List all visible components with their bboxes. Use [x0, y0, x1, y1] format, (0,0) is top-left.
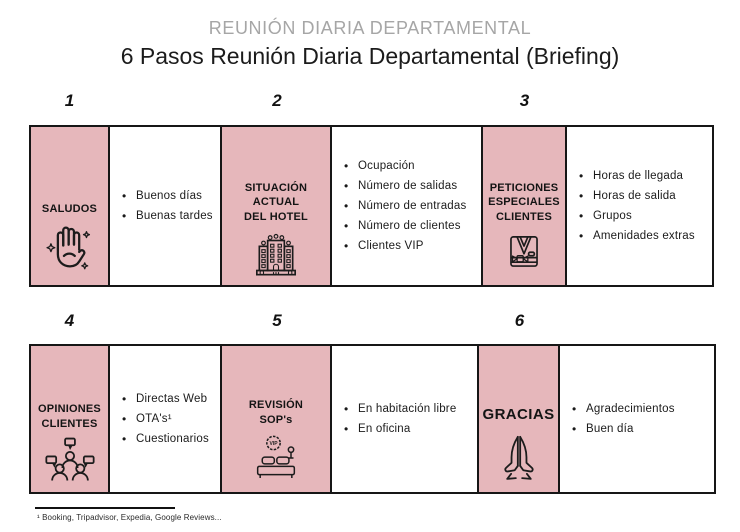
- bed-vip-icon: VIP: [256, 435, 296, 478]
- step-6-header-cell: GRACIAS: [479, 346, 560, 492]
- bullet-item: Amenidades extras: [579, 226, 710, 246]
- people-discussion-icon: [44, 437, 95, 481]
- bullet-item: Cuestionarios: [122, 429, 218, 449]
- bullet-item: Agradecimientos: [572, 399, 712, 419]
- footnote-rule: [35, 507, 175, 509]
- step-6-bullet-list: Agradecimientos Buen día: [572, 399, 712, 439]
- step-6-label: GRACIAS: [483, 405, 555, 425]
- step-3-number: 3: [519, 91, 530, 110]
- step-4-number: 4: [64, 311, 75, 330]
- step-3-label-line: PETICIONES: [489, 182, 559, 195]
- step-5-label-line: REVISIÓN: [248, 399, 304, 412]
- step-5-number: 5: [272, 311, 282, 330]
- hotel-building-icon: [256, 233, 296, 276]
- bullet-item: Buenos días: [122, 186, 218, 206]
- step-3-label-line: CLIENTES: [496, 210, 552, 223]
- step-5-detail-cell: En habitación libre En oficina: [332, 346, 479, 492]
- step-2-number: 2: [272, 91, 282, 110]
- step-1-detail-cell: Buenos días Buenas tardes: [110, 127, 222, 285]
- step-5-header-cell: REVISIÓN SOP's VIP: [222, 346, 332, 492]
- bullet-item: Número de entradas: [344, 196, 479, 216]
- bullet-item: Número de salidas: [344, 176, 479, 196]
- step-4-detail-cell: Directas Web OTA's¹ Cuestionarios: [110, 346, 222, 492]
- step-2-label-line: SITUACIÓN: [244, 182, 308, 195]
- step-3-label-line: ESPECIALES: [488, 196, 560, 209]
- bullet-item: Buen día: [572, 419, 712, 439]
- step-5-label-line: SOP's: [259, 413, 293, 426]
- step-3-detail-cell: Horas de llegada Horas de salida Grupos …: [567, 127, 712, 285]
- step-3-header-cell: PETICIONES ESPECIALES CLIENTES: [483, 127, 567, 285]
- step-1-bullet-list: Buenos días Buenas tardes: [122, 186, 218, 226]
- step-3-bullet-list: Horas de llegada Horas de salida Grupos …: [579, 166, 710, 246]
- step-1-label: SALUDOS: [42, 202, 97, 216]
- step-4-bullet-list: Directas Web OTA's¹ Cuestionarios: [122, 389, 218, 449]
- step-5-label: REVISIÓN SOP's: [249, 398, 303, 427]
- bullet-item: Buenas tardes: [122, 206, 218, 226]
- page-subtitle: 6 Pasos Reunión Diaria Departamental (Br…: [120, 43, 620, 69]
- bathrobe-icon: [510, 236, 538, 267]
- step-2-label-line: ACTUAL: [252, 196, 300, 209]
- step-6-number: 6: [514, 311, 525, 330]
- footnote-text: ¹ Booking, Tripadvisor, Expedia, Google …: [37, 513, 222, 522]
- step-4-label-line: CLIENTES: [41, 417, 98, 430]
- step-4-header-cell: OPINIONES CLIENTES: [31, 346, 110, 492]
- bullet-item: OTA's¹: [122, 409, 218, 429]
- step-5-bullet-list: En habitación libre En oficina: [344, 399, 475, 439]
- bullet-item: Grupos: [579, 206, 710, 226]
- step-6-label-line: GRACIAS: [482, 405, 555, 423]
- bullet-item: Horas de salida: [579, 186, 710, 206]
- praying-hands-icon: [503, 435, 534, 480]
- step-2-header-cell: SITUACIÓN ACTUAL DEL HOTEL: [222, 127, 332, 285]
- step-2-bullet-list: Ocupación Número de salidas Número de en…: [344, 156, 479, 256]
- step-1-number: 1: [64, 91, 75, 110]
- bullet-item: Número de clientes: [344, 216, 479, 236]
- step-4-label-line: OPINIONES: [38, 403, 101, 416]
- bullet-item: Directas Web: [122, 389, 218, 409]
- bullet-item: Horas de llegada: [579, 166, 710, 186]
- step-6-detail-cell: Agradecimientos Buen día: [560, 346, 714, 492]
- step-4-label: OPINIONES CLIENTES: [38, 402, 101, 431]
- bullet-item: En habitación libre: [344, 399, 475, 419]
- bullet-item: Ocupación: [344, 156, 479, 176]
- step-3-label: PETICIONES ESPECIALES CLIENTES: [488, 181, 560, 224]
- step-2-label-line: DEL HOTEL: [244, 210, 308, 223]
- step-1-label-line: SALUDOS: [41, 202, 98, 215]
- bullet-item: En oficina: [344, 419, 475, 439]
- step-2-label: SITUACIÓN ACTUAL DEL HOTEL: [244, 181, 308, 224]
- step-1-header-cell: SALUDOS: [31, 127, 110, 285]
- bullet-item: Clientes VIP: [344, 236, 479, 256]
- waving-hand-icon: [45, 226, 90, 270]
- vip-badge-text: VIP: [269, 441, 278, 447]
- steps-row-2: OPINIONES CLIENTES Directas Web OTA's¹ C…: [29, 344, 716, 494]
- step-2-detail-cell: Ocupación Número de salidas Número de en…: [332, 127, 483, 285]
- page-title: REUNIÓN DIARIA DEPARTAMENTAL: [208, 18, 532, 38]
- steps-row-1: SALUDOS Buenos día: [29, 125, 714, 287]
